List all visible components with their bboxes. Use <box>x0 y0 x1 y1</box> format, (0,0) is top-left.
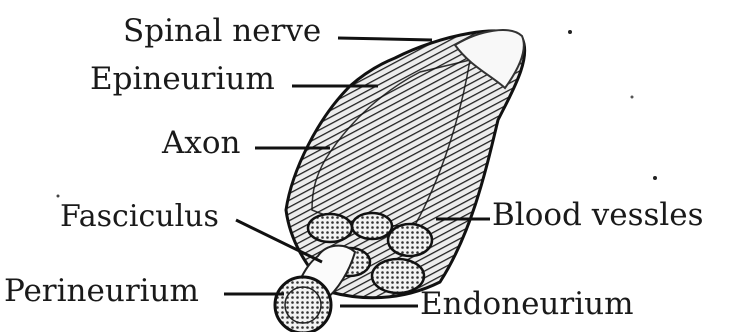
leader-spinal-nerve <box>338 38 432 40</box>
label-endoneurium: Endoneurium <box>420 289 633 320</box>
label-axon: Axon <box>162 128 241 159</box>
label-blood-vessels: Blood vessles <box>492 200 704 231</box>
label-perineurium: Perineurium <box>4 276 199 307</box>
fascicle-section <box>388 224 432 256</box>
fascicle-section <box>352 213 392 239</box>
label-spinal-nerve: Spinal nerve <box>123 16 321 47</box>
label-epineurium: Epineurium <box>90 64 275 95</box>
label-fasciculus: Fasciculus <box>60 202 219 232</box>
fascicle-section <box>308 214 352 242</box>
fascicle-section <box>372 259 424 293</box>
